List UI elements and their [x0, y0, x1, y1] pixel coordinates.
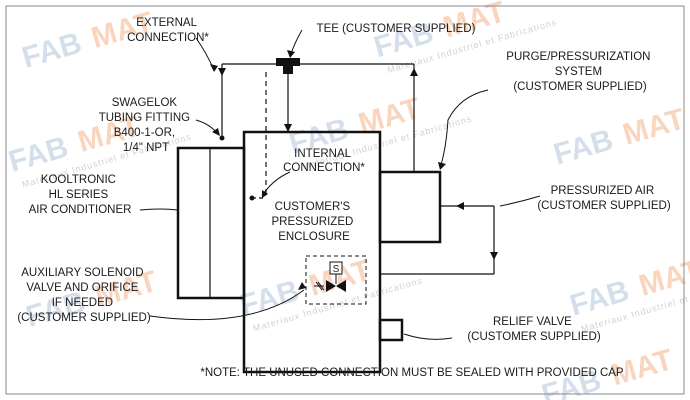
leader-relief-valve [403, 333, 453, 340]
customer-enclosure [242, 130, 382, 374]
leader-arrows [210, 50, 446, 290]
relief-valve-box [378, 318, 404, 342]
label-external-connection: EXTERNAL CONNECTION* [127, 17, 209, 44]
tee-fitting [276, 58, 300, 74]
purge-system-box [378, 170, 442, 244]
leader-arrow-internal [262, 190, 268, 198]
label-enclosure: CUSTOMER'S PRESSURIZED ENCLOSURE [272, 201, 357, 243]
solenoid-dashed-box [305, 255, 367, 305]
label-tee: TEE (CUSTOMER SUPPLIED) [317, 23, 476, 35]
arrow-external-down [218, 68, 226, 76]
orifice-mark-2 [317, 281, 325, 291]
internal-connection-dot [249, 195, 255, 201]
watermark-2: FAB MAT Materiaux Industriel et Fabricat… [370, 0, 558, 75]
equipment [176, 130, 442, 374]
diagram-frame [5, 5, 685, 395]
label-solenoid: AUXILIARY SOLENOID VALVE AND ORIFICE IF … [17, 267, 151, 324]
solenoid-valve-symbol: S [305, 255, 367, 305]
tee-stem [283, 66, 293, 74]
leader-arrow-purge [438, 162, 446, 170]
valve-triangle-left [326, 280, 336, 292]
valve-triangle-right [336, 280, 346, 292]
leader-kooltronic [139, 208, 179, 211]
labels: EXTERNAL CONNECTION* TEE (CUSTOMER SUPPL… [17, 17, 671, 379]
leader-arrow-swagelok [212, 128, 220, 136]
fittings [219, 135, 255, 201]
tee-body [276, 58, 300, 66]
arrow-purge-up [410, 68, 418, 76]
watermark-brand-b: MAT [619, 103, 688, 152]
leader-pressurized-air [499, 195, 541, 207]
label-relief-valve: RELIEF VALVE (CUSTOMER SUPPLIED) [467, 316, 601, 343]
watermark-brand-a: FAB [550, 123, 617, 171]
solenoid-s-label: S [333, 264, 340, 275]
air-conditioner-unit [176, 146, 246, 300]
watermark-7: FAB MAT Materiaux Industriel et Fabricat… [566, 254, 690, 334]
arrow-tee-down [284, 124, 292, 132]
orifice-mark-1 [315, 281, 323, 291]
label-note: *NOTE: THE UNUSED CONNECTION MUST BE SEA… [200, 367, 624, 379]
swagelok-fitting-dot [219, 135, 225, 141]
leader-arrow-solenoid [298, 282, 306, 290]
watermark-5: FAB MAT [550, 103, 689, 172]
label-swagelok: SWAGELOK TUBING FITTING B400-1-OR, 1/4" … [99, 97, 194, 154]
label-pressurized-air: PRESSURIZED AIR (CUSTOMER SUPPLIED) [537, 185, 671, 212]
leader-arrow-external [210, 64, 218, 72]
label-purge-system: PURGE/PRESSURIZATION SYSTEM (CUSTOMER SU… [506, 51, 653, 93]
label-internal-connection: INTERNAL CONNECTION* [283, 148, 365, 174]
leader-arrow-tee [287, 50, 295, 58]
watermark-brand-a: FAB [18, 27, 85, 75]
pipe-arrows [218, 68, 498, 260]
leader-solenoid [149, 289, 305, 321]
arrow-air-left [456, 202, 464, 210]
arrow-air-down [490, 252, 498, 260]
watermark-brand-b: MAT [88, 6, 157, 55]
label-kooltronic: KOOLTRONIC HL SERIES AIR CONDITIONER [29, 174, 132, 216]
leader-purge-system [439, 89, 489, 169]
